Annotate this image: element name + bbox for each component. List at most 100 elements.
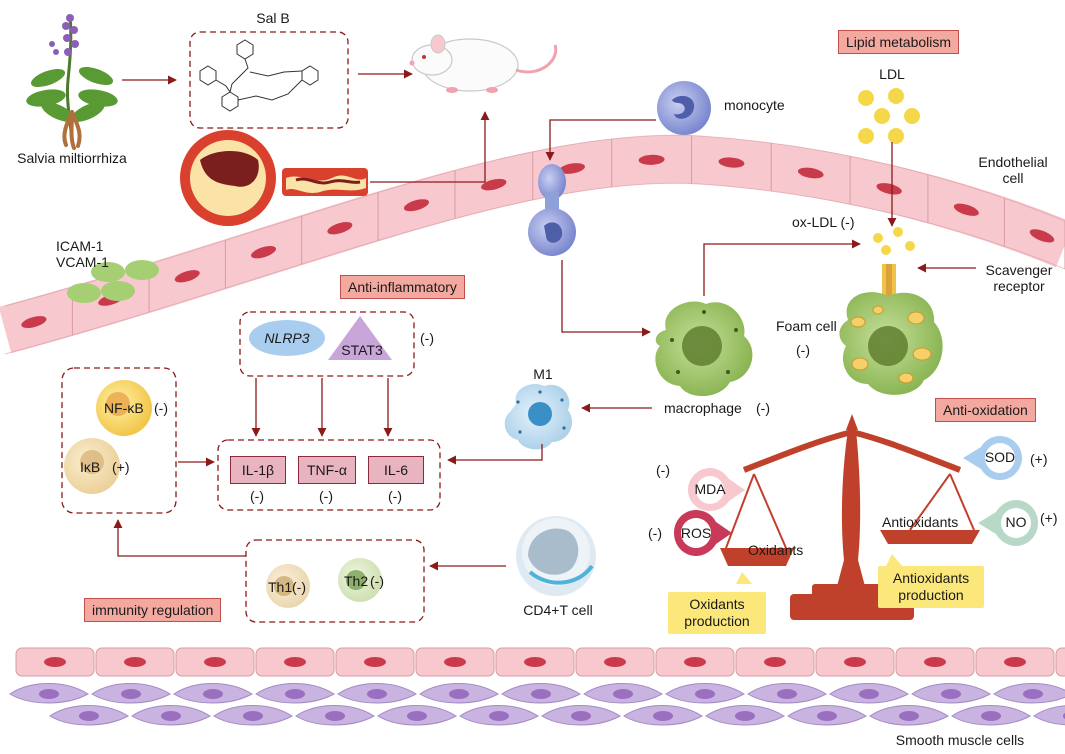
molecule-icon	[199, 39, 319, 112]
m1-label: M1	[533, 366, 553, 382]
smooth-muscle-nucleus	[367, 689, 387, 699]
endothelial-nucleus	[797, 167, 824, 179]
smooth-muscle-nucleus	[121, 689, 141, 699]
smooth-muscle-nucleus	[449, 689, 469, 699]
endothelial-nucleus	[481, 178, 507, 191]
nlrp3-stat3-box	[239, 311, 415, 377]
endothelial-nucleus	[844, 657, 866, 667]
smooth-muscle-nucleus	[817, 711, 837, 721]
stat3-icon	[328, 316, 392, 360]
anti-oxidation-tag: Anti-oxidation	[935, 398, 1036, 422]
smooth-muscle-nucleus	[79, 711, 99, 721]
smooth-muscle-nucleus	[941, 689, 961, 699]
smooth-muscle-nucleus	[777, 689, 797, 699]
cytokine-box	[217, 439, 441, 511]
cd4-t-cell-label: CD4+T cell	[523, 602, 593, 618]
smooth-muscle-nucleus	[285, 689, 305, 699]
nfkb-sign: (-)	[154, 400, 168, 416]
endothelial-nucleus	[403, 199, 430, 212]
th1-label: Th1	[268, 579, 293, 595]
sod-sign: (+)	[1030, 451, 1048, 467]
antioxidants-label: Antioxidants	[882, 514, 959, 530]
smooth-muscle-nucleus	[695, 689, 715, 699]
transmigrating-monocyte-icon	[528, 164, 576, 256]
endothelial-nucleus	[327, 222, 353, 235]
nlrp3-stat3-sign: (-)	[420, 330, 434, 346]
tnfa-sign: (-)	[319, 488, 333, 504]
oxidants-production-note: Oxidants production	[668, 592, 766, 634]
smooth-muscle-nucleus	[531, 689, 551, 699]
macrophage-sign: (-)	[756, 400, 770, 416]
macrophage-label: macrophage	[664, 400, 742, 416]
balance-scale-icon	[720, 414, 980, 620]
il6-sign: (-)	[388, 488, 402, 504]
ros-label: ROS	[680, 525, 712, 541]
icam-vcam-label: ICAM-1 VCAM-1	[56, 238, 109, 271]
th2-sign: (-)	[370, 573, 384, 589]
smooth-muscle-nucleus	[899, 711, 919, 721]
foam-cell-icon	[839, 264, 943, 395]
smooth-muscle-nucleus	[571, 711, 591, 721]
anti-inflammatory-tag: Anti-inflammatory	[340, 275, 465, 299]
endothelial-nucleus	[44, 657, 66, 667]
endothelial-nucleus	[876, 183, 902, 195]
smooth-muscle-nucleus	[325, 711, 345, 721]
endothelial-nucleus	[524, 657, 546, 667]
il1b-sign: (-)	[250, 488, 264, 504]
endothelial-nucleus	[718, 157, 745, 168]
smooth-muscle-nucleus	[653, 711, 673, 721]
sod-bubble-icon	[963, 436, 1022, 480]
endothelial-nucleus	[638, 154, 665, 165]
ikb-label: IκB	[80, 459, 101, 475]
smooth-muscle-cells-label: Smooth muscle cells	[895, 732, 1025, 748]
lipid-metabolism-tag: Lipid metabolism	[838, 30, 960, 54]
smooth-muscle-nucleus	[489, 711, 509, 721]
endothelial-nucleus	[204, 657, 226, 667]
antioxidants-production-note: Antioxidants production	[878, 566, 984, 608]
antioxidants-note-tail	[886, 554, 902, 566]
endothelial-nucleus	[684, 657, 706, 667]
il1b-box: IL-1β	[230, 456, 286, 484]
endothelial-cell-label: Endothelial cell	[978, 154, 1048, 187]
ros-bubble-icon	[674, 510, 732, 556]
immunity-regulation-tag: immunity regulation	[84, 598, 222, 622]
il6-box: IL-6	[368, 456, 424, 484]
plant-icon	[26, 14, 118, 150]
mda-bubble-icon	[688, 468, 745, 511]
sal-b-label: Sal B	[256, 10, 290, 26]
no-label: NO	[1005, 514, 1027, 530]
endothelial-nucleus	[284, 657, 306, 667]
smooth-muscle-nucleus	[161, 711, 181, 721]
smooth-muscle-nucleus	[613, 689, 633, 699]
endothelial-nucleus	[953, 203, 979, 216]
nfkb-label: NF-κB	[104, 400, 144, 416]
smooth-muscle-nucleus	[981, 711, 1001, 721]
smooth-muscle-nucleus	[859, 689, 879, 699]
endothelial-nucleus	[1029, 229, 1055, 243]
adhesion-molecules	[67, 260, 159, 303]
th-box	[245, 539, 425, 623]
smooth-muscle-nucleus	[203, 689, 223, 699]
nfkb-box	[61, 367, 177, 514]
endothelium-bottom-layer	[15, 647, 1065, 677]
ldl-label: LDL	[879, 66, 905, 82]
endothelial-nucleus	[444, 657, 466, 667]
ikb-sign: (+)	[112, 459, 130, 475]
no-bubble-icon	[978, 500, 1038, 546]
ros-sign: (-)	[648, 525, 662, 541]
nlrp3-icon	[249, 320, 325, 356]
endothelial-nucleus	[604, 657, 626, 667]
monocyte-label: monocyte	[724, 97, 785, 113]
stat3-label: STAT3	[341, 342, 383, 358]
smooth-muscle-nucleus	[735, 711, 755, 721]
salvia-label: Salvia miltiorrhiza	[17, 150, 127, 166]
arrows	[113, 69, 976, 571]
ox-ldl-label: ox-LDL (-)	[792, 214, 855, 230]
ox-ldl-particles	[873, 227, 915, 255]
smooth-muscle-nucleus	[39, 689, 59, 699]
mda-sign: (-)	[656, 462, 670, 478]
oxidants-label: Oxidants	[748, 542, 804, 558]
endothelial-cell	[1055, 647, 1065, 677]
